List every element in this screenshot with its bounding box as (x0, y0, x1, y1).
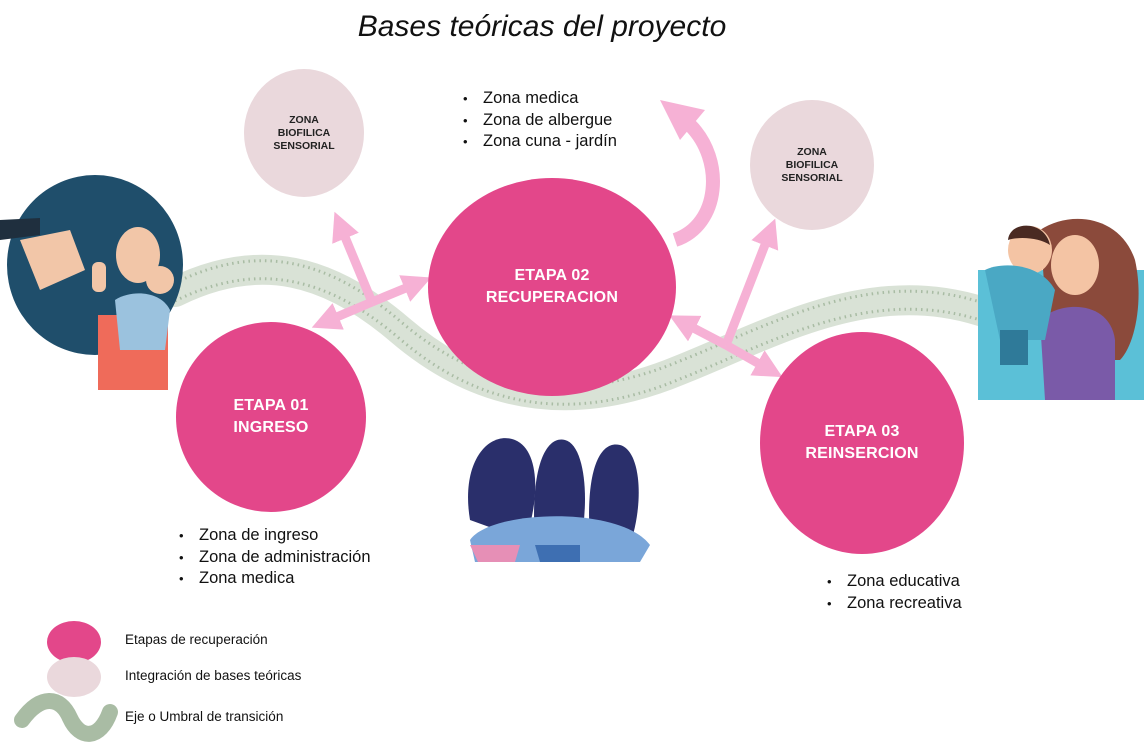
legend-label: Etapas de recuperación (125, 632, 268, 647)
stage-label-line1: ETAPA 02 (514, 267, 590, 284)
zone-circle-line1: ZONA (797, 145, 827, 158)
list-item: Zona cuna - jardín (456, 131, 617, 153)
list-item: Zona de ingreso (172, 525, 371, 547)
list-item: Zona de administración (172, 547, 371, 569)
legend-item-stages: Etapas de recuperación (113, 632, 268, 647)
legend-icons (14, 621, 118, 742)
stage01-zone-list: Zona de ingreso Zona de administración Z… (172, 525, 371, 590)
zone-circle-line3: SENSORIAL (781, 171, 843, 184)
list-item: Zona de albergue (456, 110, 617, 132)
arrows-right (669, 218, 783, 378)
stage-label-line2: RECUPERACION (485, 289, 619, 306)
wavy-path-icon (14, 693, 118, 742)
stage-label-line1: ETAPA 01 (233, 397, 309, 414)
three-women-illustration (457, 438, 650, 562)
stage-circle-02: ETAPA 02 RECUPERACION (428, 178, 676, 396)
woman-with-baby-fist-illustration (0, 175, 183, 390)
mother-hugging-child-illustration (978, 218, 1144, 400)
legend-label: Integración de bases teóricas (125, 668, 302, 683)
stage03-zone-list: Zona educativa Zona recreativa (820, 571, 962, 614)
list-item: Zona medica (172, 568, 371, 590)
zone-circle-right: ZONA BIOFILICA SENSORIAL (750, 100, 874, 230)
zone-circle-line1: ZONA (289, 113, 319, 126)
stage-circle-01: ETAPA 01 INGRESO (176, 322, 366, 512)
zone-circle-left: ZONA BIOFILICA SENSORIAL (244, 69, 364, 197)
list-item: Zona recreativa (820, 593, 962, 615)
legend-item-theory: Integración de bases teóricas (113, 668, 301, 683)
list-item: Zona educativa (820, 571, 962, 593)
zone-circle-line2: BIOFILICA (785, 158, 839, 171)
page-title: Bases teóricas del proyecto (357, 10, 727, 43)
stage-label-line1: ETAPA 03 (824, 423, 900, 440)
curved-arrow (660, 100, 720, 247)
arrows-left (311, 211, 432, 330)
stage-circle-03: ETAPA 03 REINSERCION (760, 332, 964, 554)
zone-circle-line3: SENSORIAL (273, 139, 335, 152)
legend-label: Eje o Umbral de transición (125, 709, 284, 724)
zone-circle-line2: BIOFILICA (277, 126, 331, 139)
pink-circle-icon (47, 621, 101, 663)
list-item: Zona medica (456, 88, 617, 110)
stage-label-line2: REINSERCION (805, 445, 919, 462)
stage02-zone-list: Zona medica Zona de albergue Zona cuna -… (456, 88, 617, 153)
legend-item-transition: Eje o Umbral de transición (113, 709, 283, 724)
light-pink-circle-icon (47, 657, 101, 697)
stage-label-line2: INGRESO (233, 419, 309, 436)
